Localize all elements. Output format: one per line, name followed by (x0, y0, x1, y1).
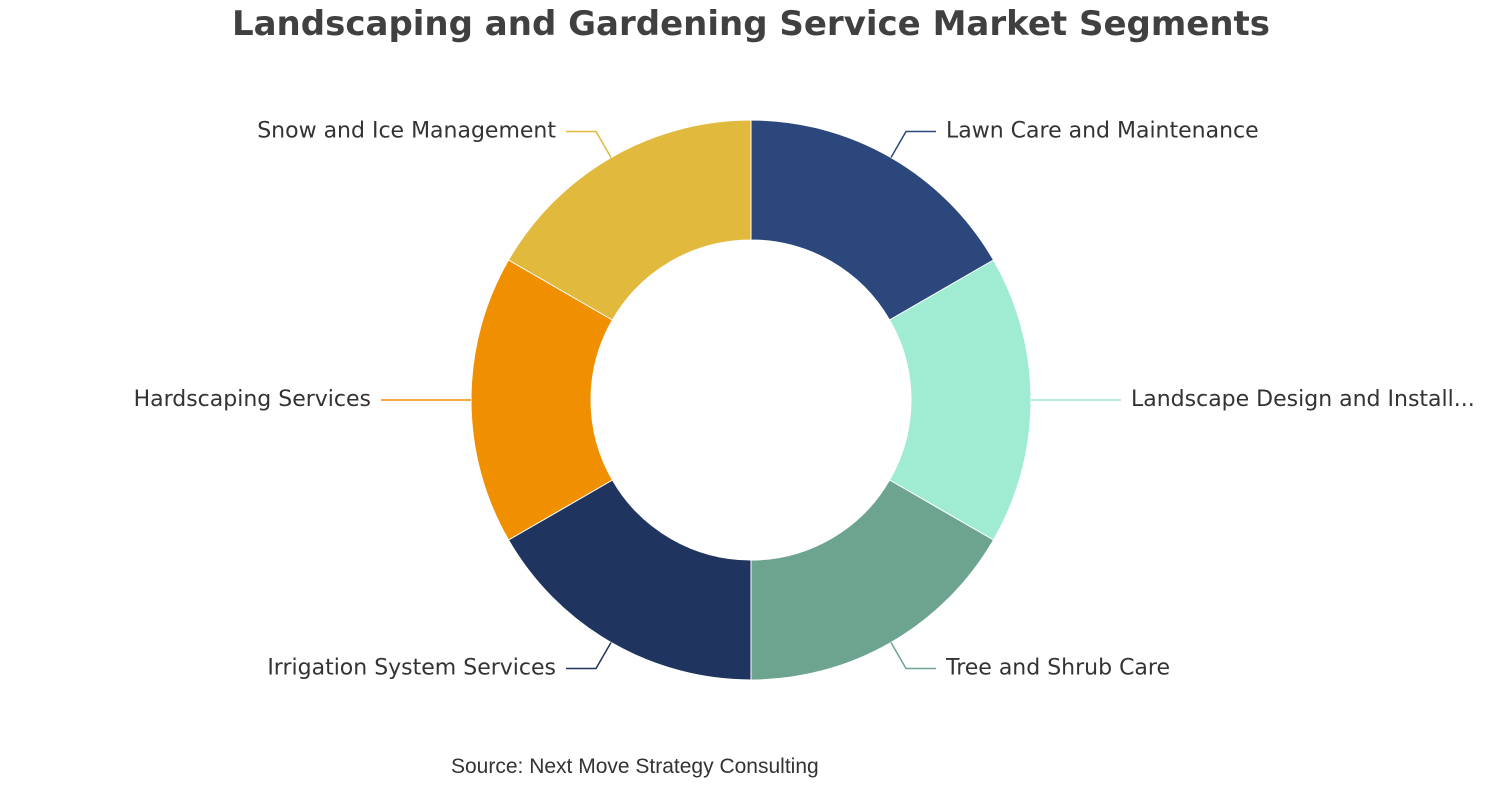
slice-label-hardscaping-services: Hardscaping Services (134, 387, 371, 412)
slice-label-landscape-design-and-install: Landscape Design and Install... (1131, 387, 1475, 412)
leader-line-lawn-care-and-maintenance (890, 130, 936, 158)
source-note: Source: Next Move Strategy Consulting (451, 755, 819, 778)
leader-line-snow-and-ice-management (566, 130, 612, 158)
slice-label-tree-and-shrub-care: Tree and Shrub Care (945, 655, 1170, 680)
slice-label-lawn-care-and-maintenance: Lawn Care and Maintenance (946, 119, 1259, 144)
slice-label-snow-and-ice-management: Snow and Ice Management (257, 119, 556, 144)
leader-line-irrigation-system-services (566, 642, 612, 670)
slice-snow-and-ice-management[interactable] (507, 119, 752, 321)
slice-lawn-care-and-maintenance[interactable] (750, 119, 995, 321)
slices-layer (470, 119, 1032, 681)
slice-hardscaping-services[interactable] (470, 259, 614, 541)
slice-irrigation-system-services[interactable] (507, 479, 752, 681)
slice-tree-and-shrub-care[interactable] (750, 479, 995, 681)
chart-title: Landscaping and Gardening Service Market… (231, 4, 1271, 44)
leader-lines-layer (381, 130, 1121, 670)
slice-landscape-design-and-install[interactable] (888, 259, 1032, 541)
leader-line-tree-and-shrub-care (890, 642, 936, 670)
slice-label-irrigation-system-services: Irrigation System Services (267, 655, 556, 680)
